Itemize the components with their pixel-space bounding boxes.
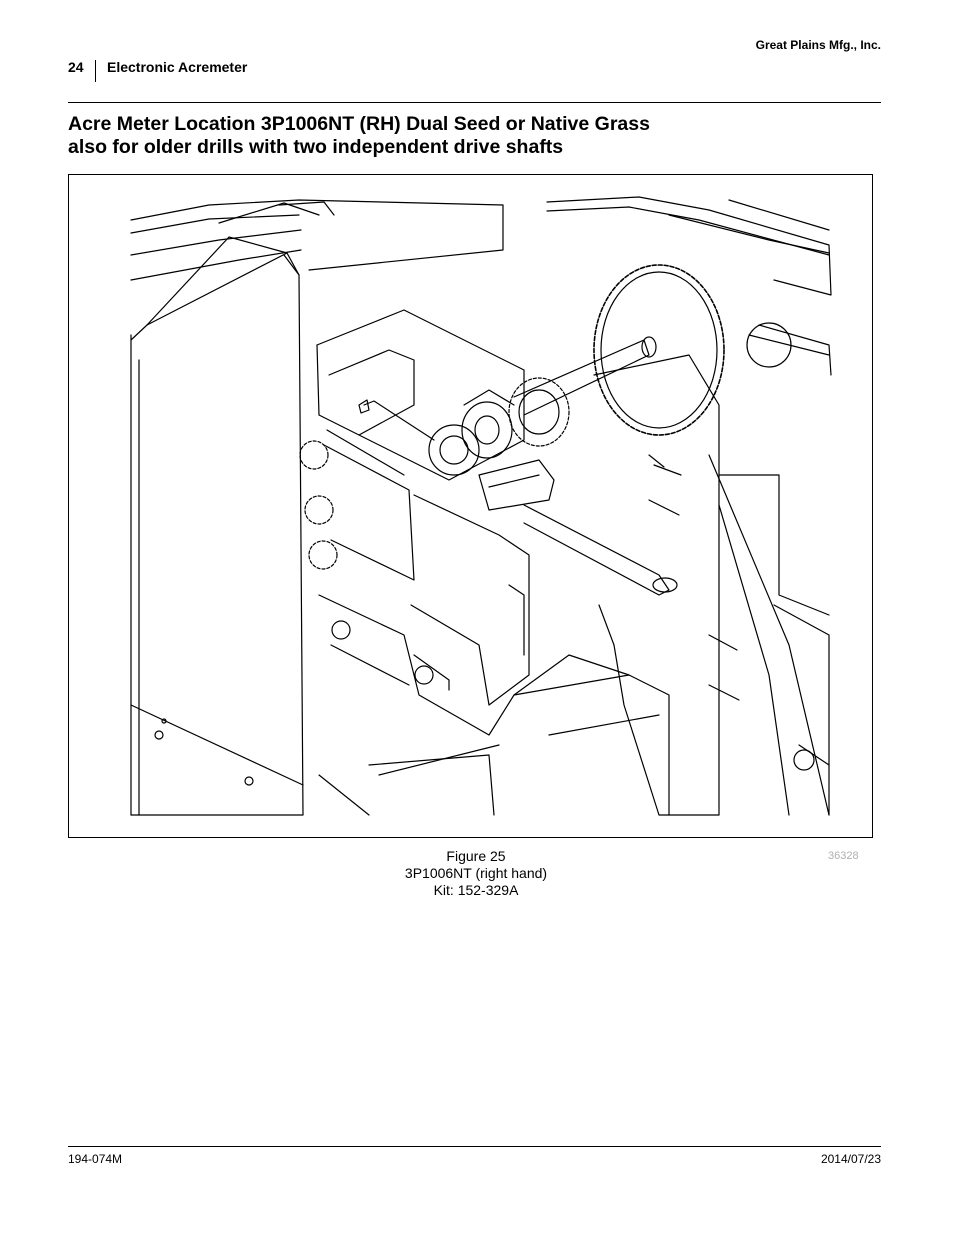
company-name: Great Plains Mfg., Inc. — [755, 38, 881, 52]
document-id: 194-074M — [68, 1152, 123, 1166]
figure-illustration — [68, 174, 873, 838]
figure-number: Figure 25 — [446, 848, 506, 864]
footer-rule — [68, 1146, 881, 1147]
page-number: 24 — [68, 59, 84, 75]
figure-model: 3P1006NT (right hand) — [404, 865, 548, 881]
drill-assembly-drawing — [130, 196, 832, 816]
header-divider — [95, 60, 96, 82]
document-date: 2014/07/23 — [820, 1152, 881, 1166]
page-title: Acre Meter Location 3P1006NT (RH) Dual S… — [68, 113, 848, 159]
page-title-line-1: Acre Meter Location 3P1006NT (RH) Dual S… — [68, 113, 650, 135]
header-rule — [68, 102, 881, 103]
section-title: Electronic Acremeter — [107, 59, 248, 75]
figure-kit: Kit: 152-329A — [433, 882, 519, 898]
page-title-line-2: also for older drills with two independe… — [68, 136, 564, 158]
illustration-id: 36328 — [828, 850, 859, 862]
figure-caption: Figure 25 3P1006NT (right hand) Kit: 152… — [376, 848, 576, 899]
